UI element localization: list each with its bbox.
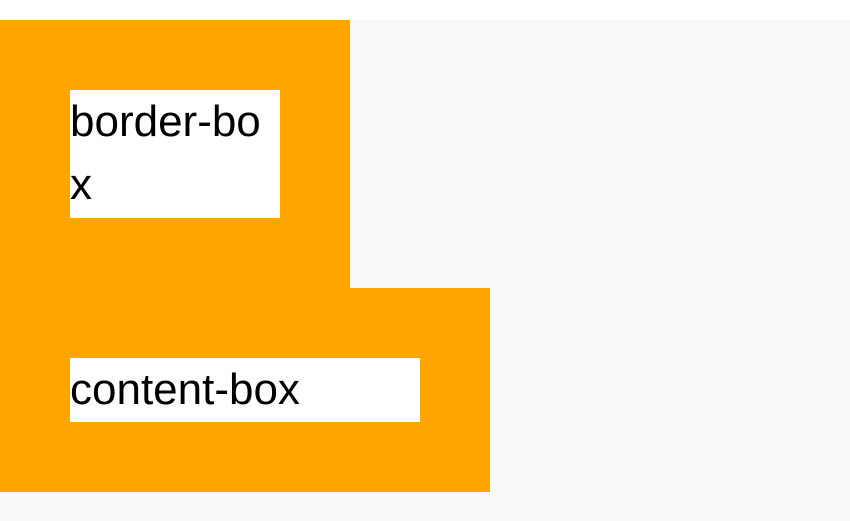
content-box-label: content-box (70, 358, 420, 422)
page-viewport: border-box content-box (0, 20, 850, 521)
content-box-demo: content-box (0, 288, 490, 492)
border-box-demo: border-box (0, 20, 350, 288)
border-box-label: border-box (70, 90, 280, 218)
